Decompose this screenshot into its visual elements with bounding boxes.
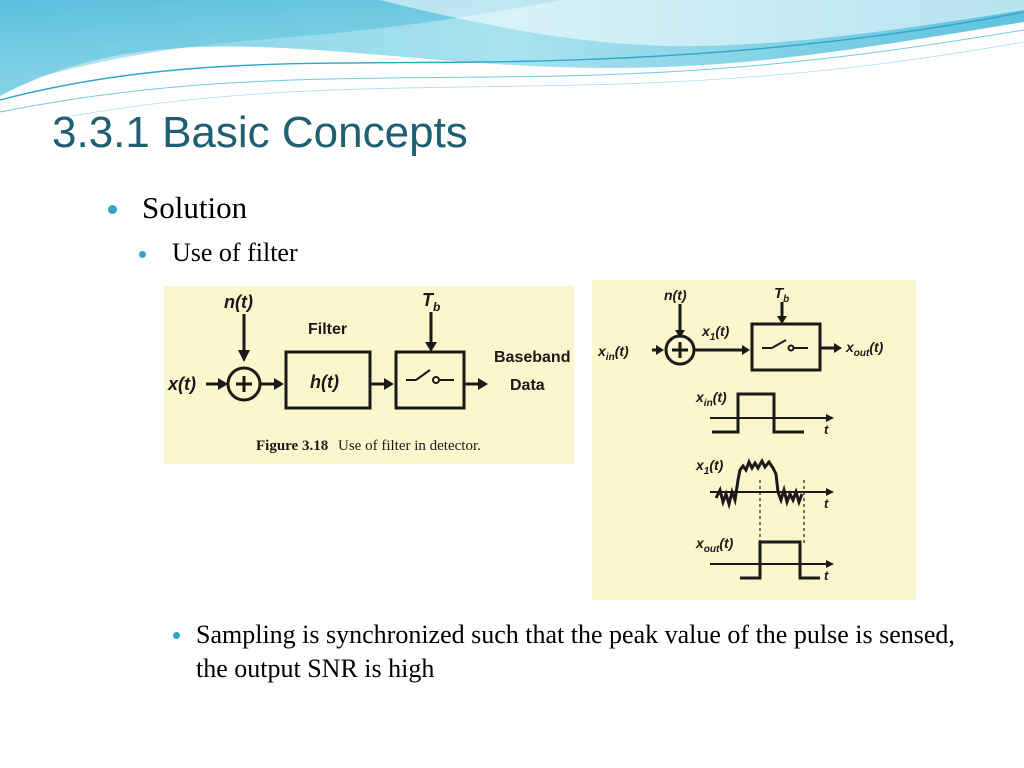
time-axis-label: t xyxy=(824,568,829,583)
bullet-use-of-filter: Use of filter xyxy=(139,238,298,268)
sample-clock-label: Tb xyxy=(774,285,789,305)
xin-waveform xyxy=(712,392,804,434)
figure-sampling-waveforms: n(t) xin(t) x1(t) Tb xout(t) xin(t) t x1… xyxy=(592,280,916,600)
figure-caption-number: Figure 3.18 xyxy=(256,438,328,454)
figure-caption-text: Use of filter in detector. xyxy=(338,438,481,454)
output-label-line2: Data xyxy=(510,377,545,394)
wave-xout-label: xout(t) xyxy=(695,535,734,555)
filter-title: Filter xyxy=(308,321,347,338)
bullet-text: Use of filter xyxy=(172,238,298,267)
bullet-text: Sampling is synchronized such that the p… xyxy=(196,620,955,683)
output-label-line1: Baseband xyxy=(494,349,570,366)
noise-label: n(t) xyxy=(664,287,687,303)
header-wave-banner xyxy=(0,0,1024,119)
bullet-dot-icon xyxy=(139,251,146,258)
mid-signal-label: x1(t) xyxy=(701,323,730,343)
input-label: xin(t) xyxy=(597,343,629,363)
bullet-sampling-sync: Sampling is synchronized such that the p… xyxy=(173,618,986,686)
filter-block xyxy=(284,350,372,410)
wave-xin-label: xin(t) xyxy=(695,389,727,409)
figure-background xyxy=(592,280,916,600)
x1-noisy-waveform xyxy=(714,457,804,510)
bullet-dot-icon xyxy=(108,205,117,214)
switch-icon xyxy=(762,339,808,352)
switch-icon xyxy=(406,369,454,384)
noise-label: n(t) xyxy=(224,292,253,312)
bullet-text: Solution xyxy=(142,190,248,225)
wave-x1-label: x1(t) xyxy=(695,457,724,477)
output-label: xout(t) xyxy=(845,339,884,359)
xout-waveform xyxy=(740,540,820,580)
slide-title: 3.3.1 Basic Concepts xyxy=(52,108,468,157)
time-axis-label: t xyxy=(824,496,829,511)
filter-function: h(t) xyxy=(310,372,339,392)
figure-filter-detector: n(t) x(t) Filter h(t) Tb Baseband Data F… xyxy=(164,286,574,464)
bullet-solution: Solution xyxy=(108,190,248,226)
sampler-block xyxy=(394,350,466,410)
time-axis-label: t xyxy=(824,422,829,437)
bullet-dot-icon xyxy=(173,632,180,639)
input-label: x(t) xyxy=(167,374,196,394)
sample-clock-label: Tb xyxy=(422,290,440,314)
